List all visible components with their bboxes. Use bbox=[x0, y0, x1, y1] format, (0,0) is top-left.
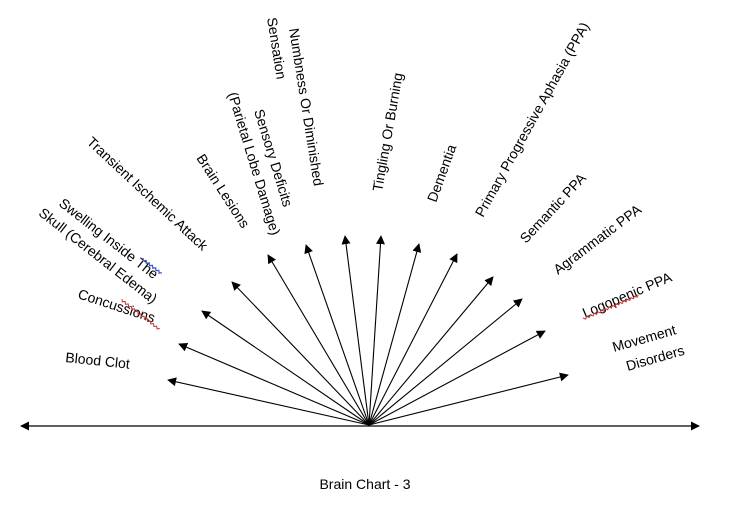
diagram-caption: Brain Chart - 3 bbox=[319, 476, 410, 492]
ray-arrow-brain-lesions bbox=[267, 254, 370, 426]
label-line: Numbness Or Diminished bbox=[286, 27, 327, 187]
label-line: Sensation bbox=[264, 16, 290, 80]
label-movement-disorders: MovementDisorders bbox=[610, 321, 686, 376]
spellcheck-underline bbox=[582, 294, 639, 320]
label-agrammatic-ppa: Agrammatic PPA bbox=[550, 201, 644, 278]
ray-arrow-dementia bbox=[368, 243, 422, 426]
label-brain-lesions: Brain Lesions bbox=[193, 151, 253, 231]
ray-arrow-sensory-deficits bbox=[304, 244, 370, 426]
spellcheck-underlines bbox=[121, 257, 639, 330]
ray-arrow-semantic-ppa bbox=[368, 276, 494, 426]
ray-arrow-transient-ischemic-attack bbox=[231, 281, 370, 426]
ray-arrow-cerebral-edema bbox=[201, 310, 370, 426]
ray-arrow-ppa bbox=[368, 253, 458, 426]
label-line: Agrammatic PPA bbox=[550, 201, 644, 278]
ray-arrow-numbness bbox=[341, 235, 370, 426]
label-semantic-ppa: Semantic PPA bbox=[516, 169, 589, 246]
ray-arrow-agrammatic-ppa bbox=[368, 298, 523, 426]
label-line: Brain Lesions bbox=[193, 151, 253, 231]
label-line: Dementia bbox=[424, 142, 460, 204]
label-tingling: Tingling Or Burning bbox=[369, 71, 406, 192]
ray-arrow-blood-clot bbox=[167, 377, 370, 426]
label-line: Semantic PPA bbox=[516, 169, 589, 246]
ray-arrow-concussions bbox=[178, 343, 370, 426]
ray-arrow-tingling bbox=[368, 235, 385, 426]
spellcheck-underline bbox=[121, 298, 160, 330]
ray-arrow-movement-disorders bbox=[368, 372, 569, 426]
label-dementia: Dementia bbox=[424, 142, 460, 204]
rays-group bbox=[167, 235, 569, 426]
label-line: Blood Clot bbox=[65, 349, 131, 372]
label-line: Tingling Or Burning bbox=[369, 71, 406, 192]
label-blood-clot: Blood Clot bbox=[65, 349, 131, 372]
spellcheck-underline bbox=[142, 257, 162, 274]
ray-arrow-logopenic-ppa bbox=[368, 330, 546, 426]
